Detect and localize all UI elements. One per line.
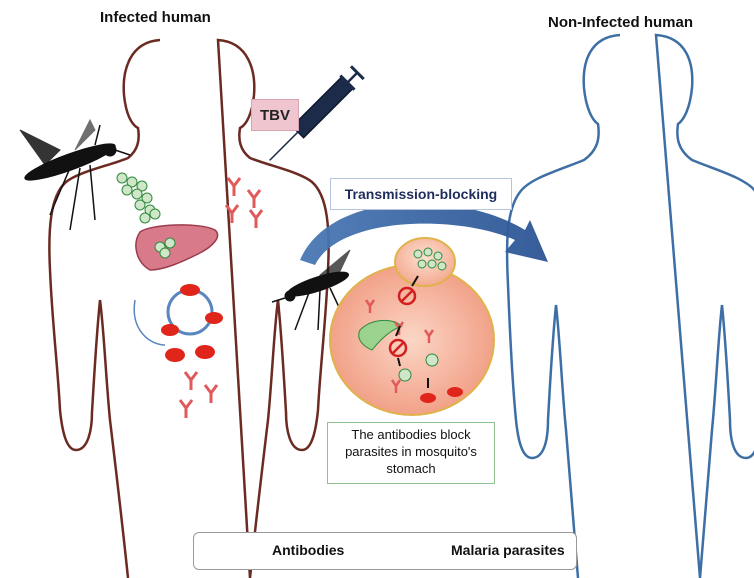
antibodies-note: The antibodies block parasites in mosqui… <box>327 422 495 484</box>
transmission-arrow <box>300 202 548 265</box>
legend-antibodies-label: Antibodies <box>272 542 345 558</box>
tbv-label: TBV <box>251 99 299 131</box>
non-infected-human-outline <box>505 33 754 578</box>
liver-icon <box>135 224 219 271</box>
parasite-cluster-icon <box>116 172 161 224</box>
blood-cycle-icon <box>133 284 223 362</box>
infected-human-label: Infected human <box>100 9 211 26</box>
mosquito-icon <box>19 118 131 231</box>
infected-human-outline <box>48 38 330 578</box>
non-infected-human-label: Non-Infected human <box>548 14 693 31</box>
antibodies-icon <box>178 177 264 418</box>
syringe-icon <box>269 65 365 161</box>
legend-malaria-parasites-label: Malaria parasites <box>451 542 565 558</box>
transmission-blocking-label: Transmission-blocking <box>330 178 512 210</box>
legend: Antibodies Malaria parasites <box>193 532 577 570</box>
mosquito-gut-icon <box>329 237 495 416</box>
